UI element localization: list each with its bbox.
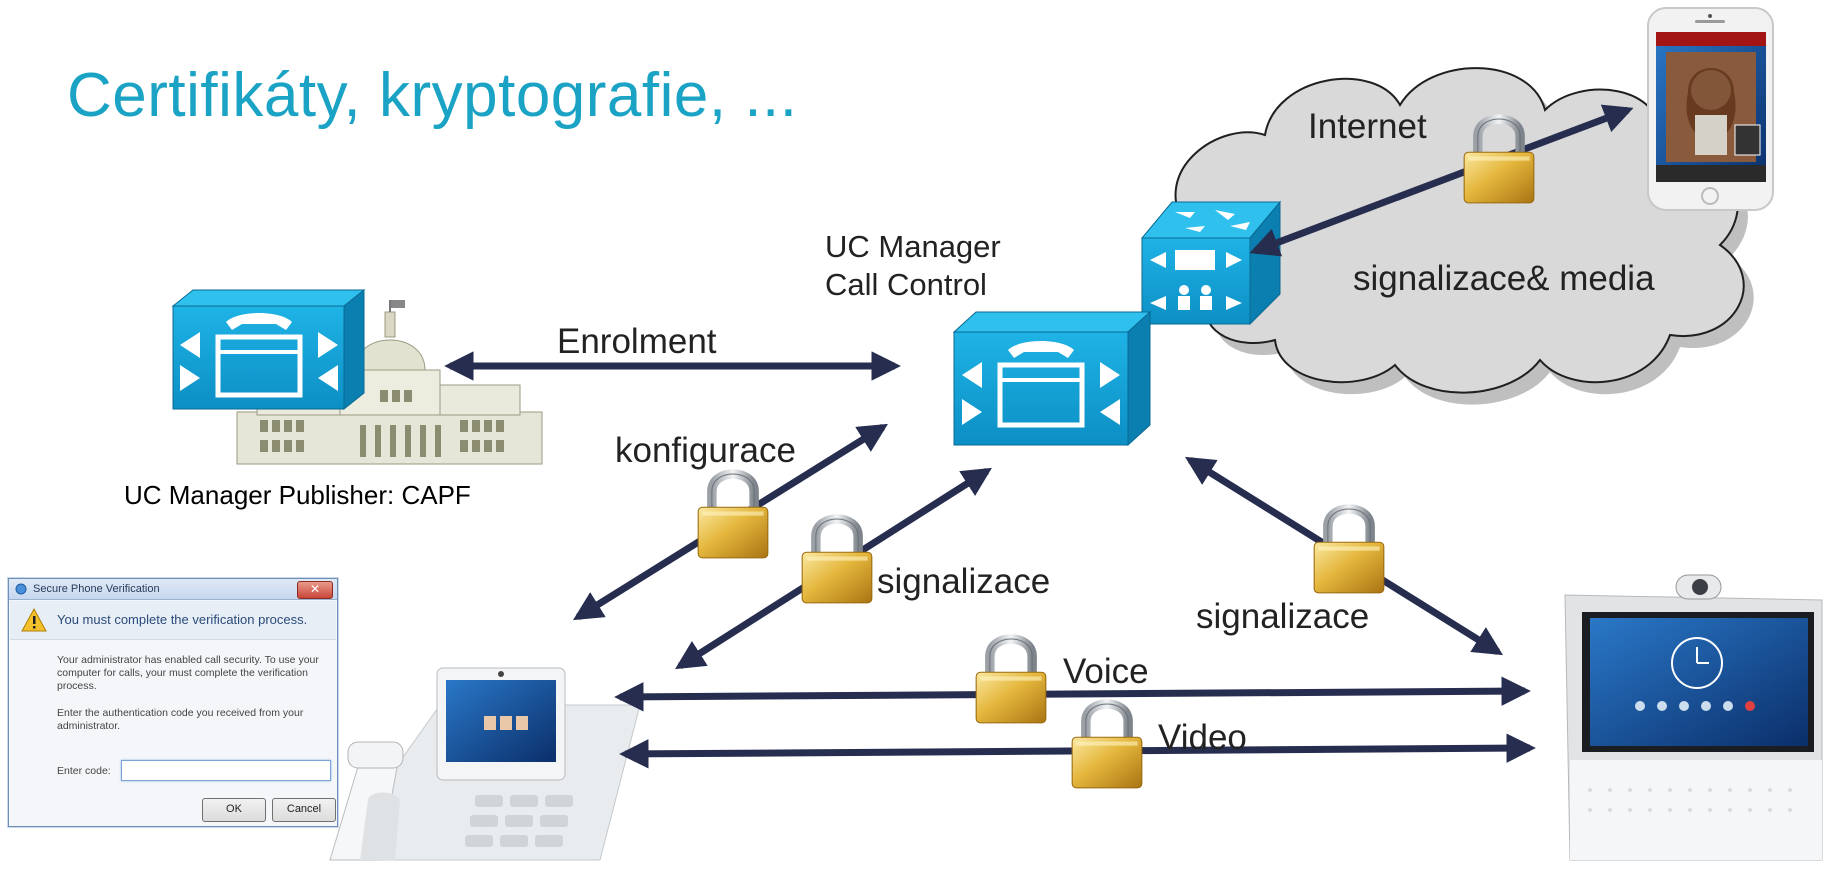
dialog-title: Secure Phone Verification — [33, 583, 160, 595]
dialog-titlebar: Secure Phone Verification — [9, 579, 337, 600]
label-uc-manager: UC Manager — [825, 229, 1001, 264]
ip-desk-phone — [329, 667, 641, 861]
label-call-control: Call Control — [825, 267, 987, 302]
cancel-button[interactable]: Cancel — [272, 798, 336, 822]
label-internet: Internet — [1308, 107, 1427, 146]
lock-icon — [802, 519, 872, 603]
warning-icon — [21, 608, 47, 632]
capf-server — [171, 288, 366, 411]
label-voice: Voice — [1063, 652, 1149, 691]
app-icon — [15, 583, 27, 595]
router-cube — [1140, 200, 1282, 326]
lock-icon — [1314, 509, 1384, 593]
close-icon[interactable]: ✕ — [297, 581, 333, 599]
uc-manager-server — [952, 310, 1152, 447]
dialog-paragraph: Your administrator has enabled call secu… — [57, 654, 319, 692]
label-enrolment: Enrolment — [557, 322, 717, 361]
secure-phone-verification-dialog: Secure Phone Verification ✕ You must com… — [8, 578, 338, 827]
label-video: Video — [1158, 718, 1247, 757]
ok-button[interactable]: OK — [202, 798, 266, 822]
smartphone-device — [1647, 7, 1774, 211]
label-signalizace-mid: signalizace — [877, 562, 1051, 601]
slide-title: Certifikáty, kryptografie, ... — [67, 61, 798, 130]
lock-icon — [976, 639, 1046, 723]
warning-text: You must complete the verification proce… — [57, 612, 308, 627]
lock-icon — [698, 474, 768, 558]
dialog-paragraph: Enter the authentication code you receiv… — [57, 707, 304, 732]
warning-banner — [10, 601, 336, 640]
label-signalizace-right: signalizace — [1196, 597, 1370, 636]
voice-arrow — [614, 676, 1531, 712]
code-input[interactable] — [121, 760, 331, 781]
lock-icon — [1072, 704, 1142, 788]
video-endpoint — [1564, 574, 1823, 861]
signalizace-media-arrow — [1249, 104, 1634, 257]
label-konfigurace: konfigurace — [615, 431, 796, 470]
label-signalizace-media: signalizace& media — [1353, 259, 1655, 298]
label-capf: UC Manager Publisher: CAPF — [124, 480, 471, 510]
code-label: Enter code: — [57, 765, 111, 777]
